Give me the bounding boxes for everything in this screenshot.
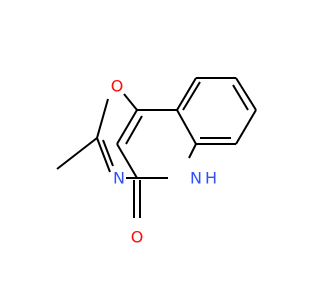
bond [116, 143, 138, 179]
molecule-structure: O N N H O [56, 77, 257, 247]
bond [182, 81, 201, 111]
atom-label-nitrogen-nh: N [190, 169, 202, 188]
atom-label-oxygen-carbonyl: O [131, 228, 144, 247]
bond [235, 109, 257, 145]
atom-label-nitrogen-ring: N [113, 169, 125, 188]
bond [96, 98, 109, 139]
bond [116, 109, 138, 145]
bond [176, 109, 197, 145]
bond [232, 84, 249, 111]
bond [125, 115, 143, 145]
molecule-diagram: O N N H O [56, 77, 257, 247]
bond [102, 139, 114, 167]
atom-label-hydrogen: H [205, 169, 217, 188]
atom-label-oxygen-ring: O [111, 77, 124, 96]
bond [123, 93, 138, 111]
bond [188, 143, 197, 159]
bond [176, 77, 197, 111]
bond [96, 137, 111, 173]
bond [56, 137, 98, 170]
bond [235, 77, 257, 111]
